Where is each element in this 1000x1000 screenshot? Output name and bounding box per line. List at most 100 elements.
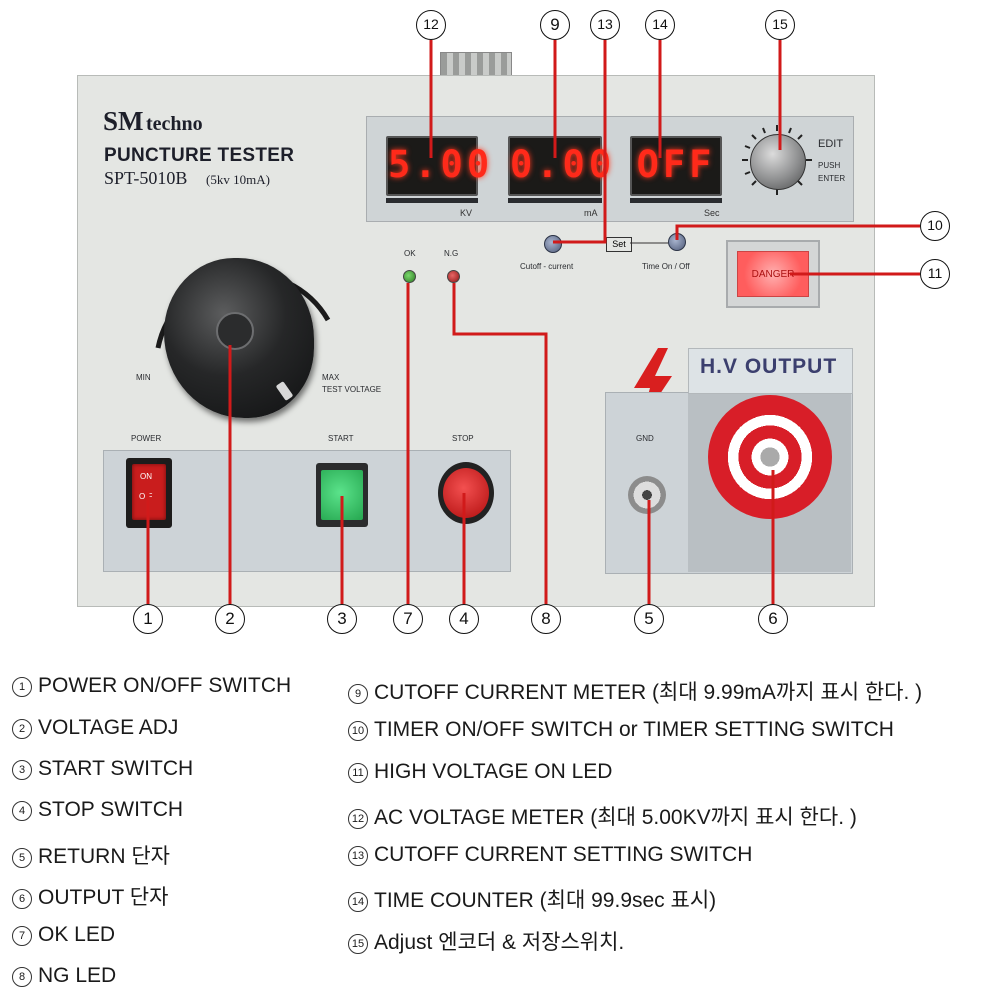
max-label: MAX (322, 373, 340, 382)
device-model: SPT-5010B (104, 168, 188, 188)
time-counter-display: OFF (630, 136, 722, 196)
legend-text: RETURN 단자 (38, 845, 170, 868)
voltage-knob-center (216, 312, 254, 350)
legend-item-8: 8 NG LED (12, 964, 116, 988)
power-off-label: O F (139, 492, 153, 501)
callout-2: 2 (215, 604, 245, 634)
callout-leader-lines (146, 40, 920, 604)
push-label: PUSH (818, 161, 841, 170)
legend-marker: 12 (348, 809, 368, 829)
legend-item-6: 6 OUTPUT 단자 (12, 881, 168, 911)
legend-text: POWER ON/OFF SWITCH (38, 674, 292, 697)
hv-output-label-box (688, 348, 853, 394)
set-label: Set (606, 237, 632, 252)
legend-marker: 4 (12, 801, 32, 821)
edit-label: EDIT (818, 138, 844, 150)
current-meter-display: 0.00 (508, 136, 611, 196)
ng-led-label: N.G (444, 249, 459, 258)
legend-marker: 3 (12, 760, 32, 780)
callout-15: 15 (765, 10, 795, 40)
legend-item-12: 12 AC VOLTAGE METER (최대 5.00KV까지 표시 한다. ) (348, 801, 857, 831)
legend-marker: 10 (348, 721, 368, 741)
current-display-underline (508, 198, 602, 203)
legend-marker: 6 (12, 889, 32, 909)
callout-3: 3 (327, 604, 357, 634)
legend-item-7: 7 OK LED (12, 923, 115, 947)
legend-item-1: 1 POWER ON/OFF SWITCH (12, 674, 291, 698)
legend-marker: 7 (12, 926, 32, 946)
return-terminal[interactable] (628, 476, 666, 514)
legend-item-10: 10 TIMER ON/OFF SWITCH or TIMER SETTING S… (348, 718, 894, 742)
legend-marker: 5 (12, 848, 32, 868)
gnd-label: GND (636, 434, 654, 443)
callout-12: 12 (416, 10, 446, 40)
legend-text: TIMER ON/OFF SWITCH or TIMER SETTING SWI… (374, 718, 894, 741)
callout-11: 11 (920, 259, 950, 289)
test-voltage-label: TEST VOLTAGE (322, 385, 382, 394)
legend-marker: 13 (348, 846, 368, 866)
legend-item-4: 4 STOP SWITCH (12, 798, 183, 822)
legend-marker: 1 (12, 677, 32, 697)
legend-item-13: 13 CUTOFF CURRENT SETTING SWITCH (348, 843, 752, 867)
callout-14: 14 (645, 10, 675, 40)
legend-text: HIGH VOLTAGE ON LED (374, 760, 613, 783)
power-label: POWER (131, 434, 162, 443)
legend-text: STOP SWITCH (38, 798, 184, 821)
time-on-off-label: Time On / Off (642, 262, 690, 271)
legend-text: NG LED (38, 964, 117, 987)
legend-marker: 9 (348, 684, 368, 704)
legend-text: Adjust 엔코더 & 저장스위치. (374, 931, 625, 954)
edit-knob-scale-icon (742, 125, 812, 195)
time-unit-label: Sec (704, 208, 720, 218)
ok-led-label: OK (404, 249, 416, 258)
device-model-spec: (5kv 10mA) (206, 172, 270, 187)
legend-text: TIME COUNTER (최대 99.9sec 표시) (374, 889, 717, 912)
lightning-bolt-icon (634, 348, 672, 424)
time-display-underline (630, 198, 722, 203)
power-on-label: ON (140, 472, 152, 481)
voltage-unit-label: KV (460, 208, 473, 218)
callout-7: 7 (393, 604, 423, 634)
ok-led (403, 270, 416, 283)
edit-encoder-knob[interactable] (750, 134, 806, 190)
current-unit-label: mA (584, 208, 598, 218)
start-label: START (328, 434, 354, 443)
callout-4: 4 (449, 604, 479, 634)
legend-marker: 2 (12, 719, 32, 739)
legend-text: CUTOFF CURRENT SETTING SWITCH (374, 843, 753, 866)
ng-led (447, 270, 460, 283)
callout-5: 5 (634, 604, 664, 634)
legend-marker: 8 (12, 967, 32, 987)
legend-item-14: 14 TIME COUNTER (최대 99.9sec 표시) (348, 884, 716, 914)
cutoff-current-set-button[interactable] (544, 235, 562, 253)
brand-logo-tail: techno (146, 113, 203, 135)
legend-text: AC VOLTAGE METER (최대 5.00KV까지 표시 한다. ) (374, 806, 857, 829)
callout-8: 8 (531, 604, 561, 634)
brand-logo-main: SM (103, 106, 144, 136)
callout-13: 13 (590, 10, 620, 40)
callout-6: 6 (758, 604, 788, 634)
voltage-display-underline (386, 198, 478, 203)
legend-item-5: 5 RETURN 단자 (12, 840, 170, 870)
legend-marker: 14 (348, 892, 368, 912)
stop-label: STOP (452, 434, 474, 443)
callout-1: 1 (133, 604, 163, 634)
legend-text: VOLTAGE ADJ (38, 716, 179, 739)
legend-text: OK LED (38, 923, 116, 946)
output-terminal[interactable] (708, 395, 832, 519)
voltage-meter-display: 5.00 (386, 136, 489, 196)
cutoff-current-label: Cutoff - current (520, 262, 574, 271)
legend-text: OUTPUT 단자 (38, 886, 169, 909)
legend-item-3: 3 START SWITCH (12, 757, 193, 781)
device-title: PUNCTURE TESTER (104, 145, 295, 166)
callout-9: 9 (540, 10, 570, 40)
legend-item-2: 2 VOLTAGE ADJ (12, 716, 178, 740)
enter-label: ENTER (818, 174, 846, 183)
stop-button[interactable] (443, 468, 489, 518)
legend-text: START SWITCH (38, 757, 194, 780)
legend-text: CUTOFF CURRENT METER (최대 9.99mA까지 표시 한다.… (374, 681, 923, 704)
legend-item-11: 11 HIGH VOLTAGE ON LED (348, 760, 612, 784)
legend-marker: 11 (348, 763, 368, 783)
callout-10: 10 (920, 211, 950, 241)
